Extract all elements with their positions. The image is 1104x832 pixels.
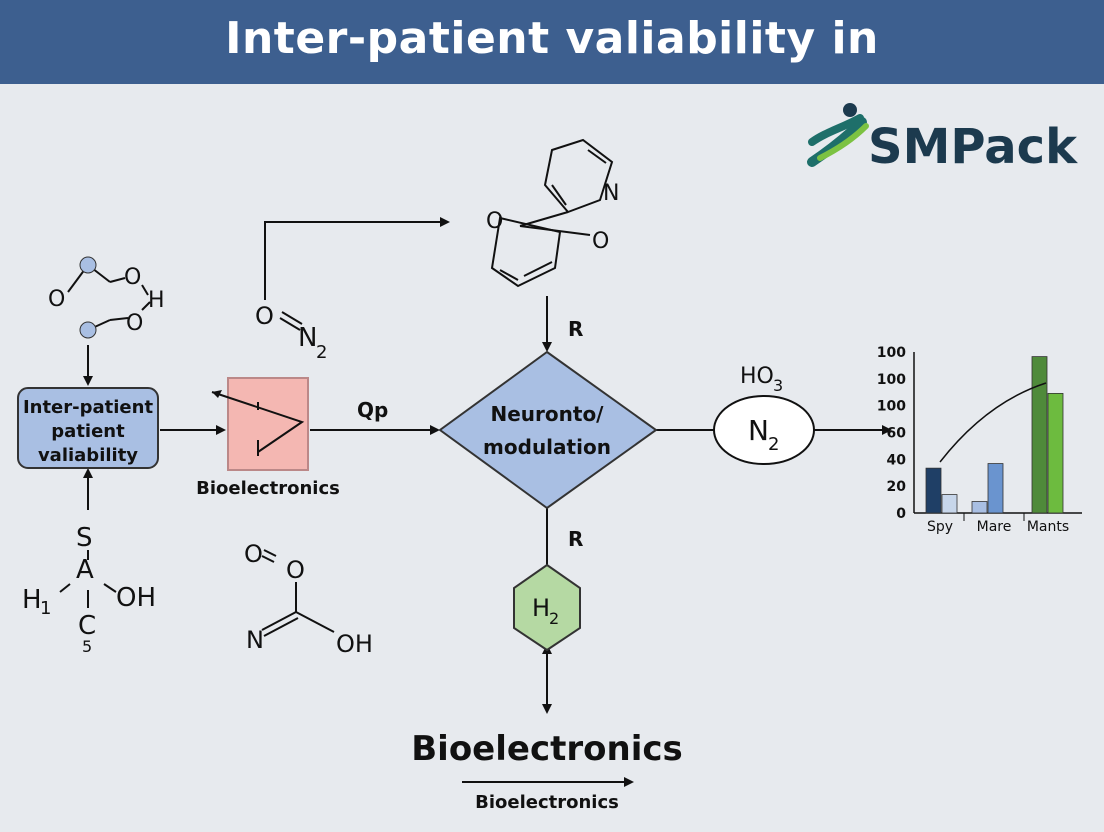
bioelectronics-box: Bioelectronics [196,377,340,499]
atom-o: O [244,540,263,568]
atom-c: C [78,611,96,641]
atom-a: A [76,555,94,585]
n2-ellipse: N 2 HO 3 [713,364,815,465]
bar [925,467,942,514]
bar [971,501,988,514]
y-tick-label: 40 [887,452,907,468]
bottom-caption: Bioelectronics [475,792,619,813]
x-category-label: Mare [977,519,1012,535]
atom-o: O [48,287,65,312]
molecule-carboxyl: O O N OH [244,540,373,658]
neuromodulation-diamond: Neuronto/ modulation [438,350,658,510]
ellipse-subscript: 2 [768,434,779,455]
variability-line-2: patient [51,421,125,442]
molecule-o-n2: O N 2 [255,217,450,363]
header-banner: Inter-patient valiability in [0,0,1104,84]
atom-o: O [255,302,274,330]
y-tick-label: 60 [887,426,907,442]
logo-mark-icon [807,103,869,167]
atom-h: H [148,288,165,313]
edge-label-qp: Qp [357,398,388,422]
bioelectronics-box-label: Bioelectronics [196,478,340,499]
bar-chart: 100 100 100 60 40 20 0 Spy Mare Mants [877,345,1082,535]
atom-n: N [246,626,264,654]
ellipse-text: N [748,414,769,447]
bar [987,463,1004,514]
molecule-ring: N O O [486,138,619,288]
x-category-label: Mants [1027,519,1069,535]
bar [941,494,958,514]
atom-o: O [286,556,305,584]
page-title: Inter-patient valiability in [225,12,879,64]
logo-text: SMPack [868,119,1078,175]
y-tick-label: 0 [896,506,906,522]
atom-o: O [486,209,503,234]
x-category-label: Spy [927,519,953,535]
variability-line-1: Inter-patient [23,397,154,418]
subscript: 1 [40,598,51,619]
atom-o: O [126,311,143,336]
h2-hexagon: H 2 [513,563,581,652]
molecule-bottom-left: S A H 1 OH C 5 [22,523,156,656]
subscript: 2 [316,342,327,363]
atom-h: H [22,585,42,615]
hexagon-subscript: 2 [549,609,559,628]
hexagon-text: H [532,594,550,622]
atom-o: O [592,229,609,254]
atom-n: N [298,323,317,353]
edge-label-r: R [568,527,583,551]
atom-oh: OH [336,630,373,658]
atom-s: S [76,523,93,553]
molecule-top-left: O O H O [48,256,165,339]
diamond-line-1: Neuronto/ [491,402,605,426]
y-tick-label: 100 [877,399,906,415]
bar [1047,392,1064,514]
subscript: 5 [82,637,92,656]
y-tick-label: 20 [887,479,907,495]
ho3-subscript: 3 [773,376,783,395]
atom-oh: OH [116,583,156,613]
variability-box: Inter-patient patient valiability [17,387,159,469]
bottom-title: Bioelectronics [411,729,683,769]
atom-o: O [124,265,141,290]
diamond-line-2: modulation [483,435,611,459]
variability-line-3: valiability [38,445,138,466]
ho3-label: HO [740,364,774,389]
smpack-logo: SMPack [807,103,1078,175]
y-tick-label: 100 [877,345,906,361]
y-tick-label: 100 [877,372,906,388]
edge-label-r: R [568,317,583,341]
trend-line [939,382,1047,463]
atom-n: N [603,181,619,206]
bar [1031,356,1048,514]
